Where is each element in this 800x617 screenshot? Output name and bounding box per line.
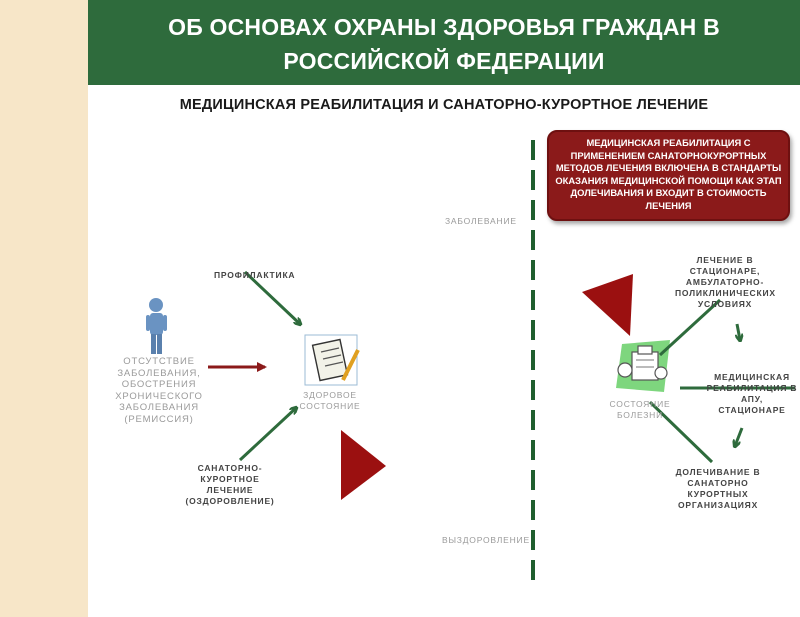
- aftercare-label: ДОЛЕЧИВАНИЕ В САНАТОРНО КУРОРТНЫХ ОРГАНИ…: [675, 467, 761, 510]
- rehab-to-aftercare-arrow: [735, 427, 744, 446]
- hospital-to-rehab-arrow: [737, 323, 740, 340]
- hospital-arrow: [658, 298, 722, 357]
- callout-text: МЕДИЦИНСКАЯ РЕАБИЛИТАЦИЯ С ПРИМЕНЕНИЕМ С…: [555, 137, 782, 211]
- callout-box: [547, 130, 790, 221]
- prevention-arrow: [243, 270, 300, 324]
- page-title: ОБ ОСНОВАХ ОХРАНЫ ЗДОРОВЬЯ ГРАЖДАН В РОС…: [168, 14, 720, 74]
- red-triangle-left: [341, 430, 386, 500]
- hospital-icon: [616, 340, 670, 392]
- illness-state-label: СОСТОЯНИЕ БОЛЕЗНИ: [609, 399, 671, 420]
- no-disease-label: ОТСУТСТВИЕ ЗАБОЛЕВАНИЯ, ОБОСТРЕНИЯ ХРОНИ…: [115, 356, 203, 425]
- recovery-label: ВЫЗДОРОВЛЕНИЕ: [442, 535, 530, 545]
- medical-rehab-label: МЕДИЦИНСКАЯ РЕАБИЛИТАЦИЯ В АПУ, СТАЦИОНА…: [706, 372, 798, 415]
- side-strip: [0, 0, 88, 617]
- health-state-label: ЗДОРОВОЕ СОСТОЯНИЕ: [299, 390, 361, 411]
- aftercare-arrow: [648, 400, 714, 464]
- red-triangle-right: [582, 274, 633, 336]
- sanatorium-label: САНАТОРНО-КУРОРТНОЕ ЛЕЧЕНИЕ (ОЗДОРОВЛЕНИ…: [185, 463, 275, 506]
- clipboard-icon: [304, 334, 360, 386]
- sanatorium-arrow: [238, 408, 296, 462]
- disease-label: ЗАБОЛЕВАНИЕ: [445, 216, 517, 226]
- person-icon: [146, 298, 167, 354]
- title-bar: [88, 0, 800, 85]
- hospital-treatment-label: ЛЕЧЕНИЕ В СТАЦИОНАРЕ, АМБУЛАТОРНО-ПОЛИКЛ…: [675, 255, 776, 309]
- prevention-label: ПРОФИЛАКТИКА: [214, 270, 296, 280]
- page-subtitle: МЕДИЦИНСКАЯ РЕАБИЛИТАЦИЯ И САНАТОРНО-КУР…: [179, 97, 709, 113]
